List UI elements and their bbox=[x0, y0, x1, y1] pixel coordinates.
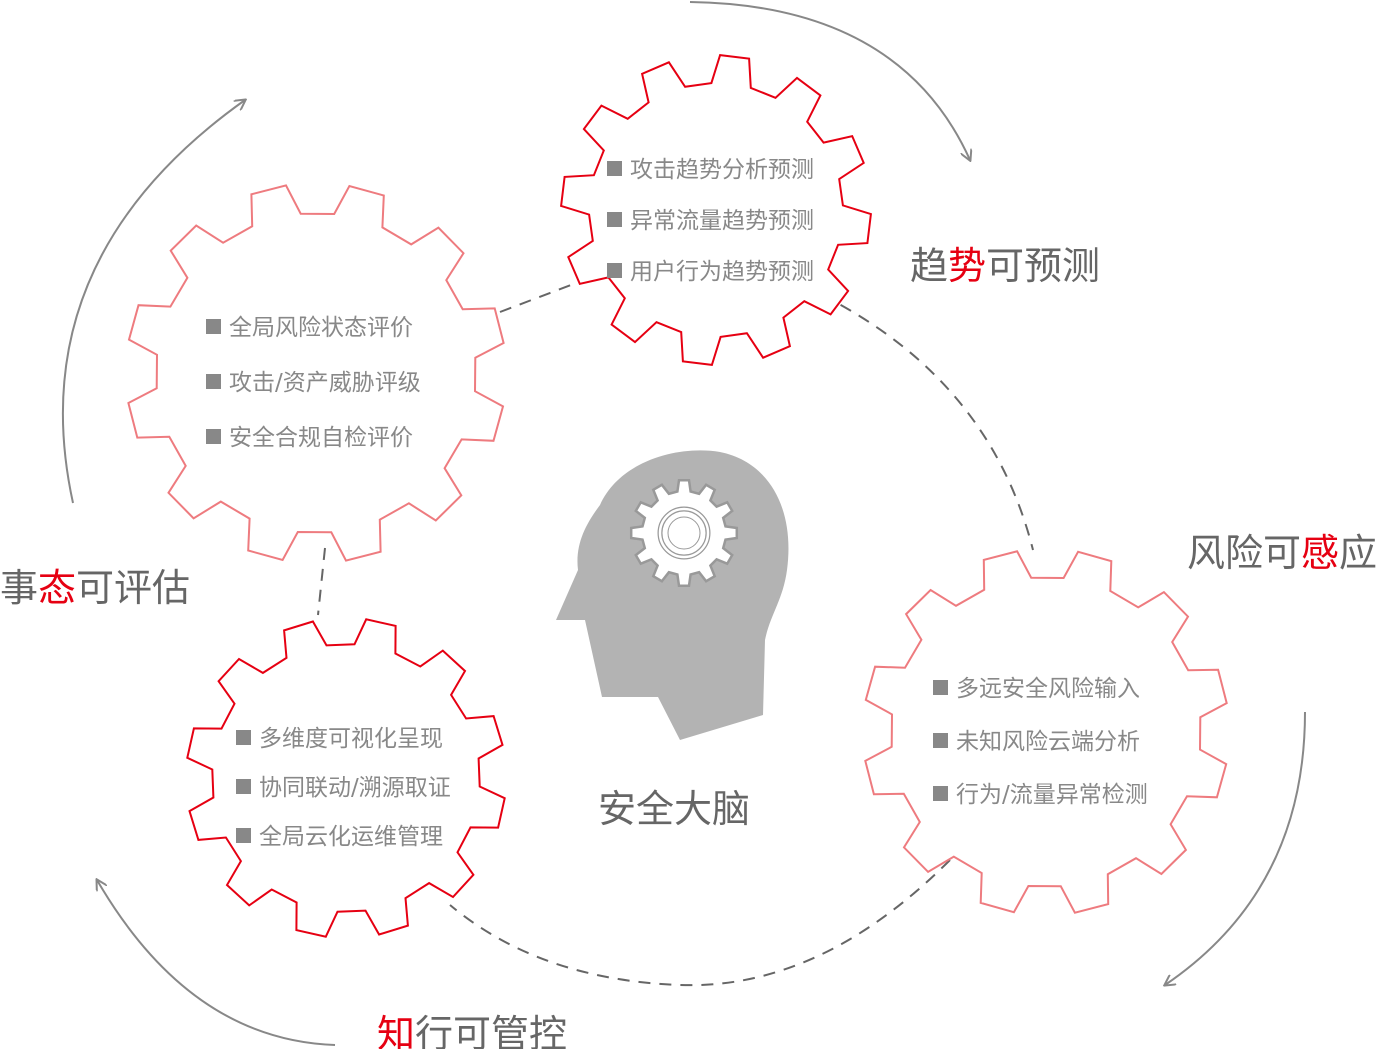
bullet-square-icon bbox=[206, 429, 221, 444]
bullet-square-icon bbox=[206, 374, 221, 389]
gear-item-text: 安全合规自检评价 bbox=[229, 425, 413, 451]
bullet-square-icon bbox=[607, 161, 622, 176]
brain-head-icon bbox=[556, 450, 789, 740]
dashed-link-trend-sense bbox=[821, 294, 1034, 551]
label-part: 事 bbox=[0, 566, 39, 610]
gear-item-text: 协同联动/溯源取证 bbox=[259, 775, 451, 801]
gear-item: 行为/流量异常检测 bbox=[933, 775, 1148, 809]
cycle-arrow-bottom-left bbox=[97, 880, 336, 1046]
gear-item-text: 全局风险状态评价 bbox=[229, 315, 413, 341]
gear-item: 攻击趋势分析预测 bbox=[607, 150, 814, 184]
gear-item: 多维度可视化呈现 bbox=[236, 719, 443, 753]
gear-item-text: 未知风险云端分析 bbox=[956, 729, 1140, 755]
gear-item: 全局风险状态评价 bbox=[206, 308, 413, 342]
bullet-square-icon bbox=[607, 263, 622, 278]
bullet-square-icon bbox=[206, 319, 221, 334]
stage-label-control: 知行可管控 bbox=[377, 1003, 567, 1049]
label-part: 风险可 bbox=[1187, 531, 1302, 575]
cycle-arrow-right bbox=[1165, 711, 1306, 985]
center-label: 安全大脑 bbox=[598, 787, 751, 831]
gear-item-text: 多维度可视化呈现 bbox=[259, 726, 443, 752]
gear-sense bbox=[864, 550, 1228, 914]
gear-item: 安全合规自检评价 bbox=[206, 418, 413, 452]
gear-item-text: 攻击/资产威胁评级 bbox=[229, 370, 421, 396]
label-highlight: 势 bbox=[948, 244, 987, 288]
bullet-square-icon bbox=[933, 733, 948, 748]
cycle-arrow-left bbox=[61, 100, 245, 504]
gear-control bbox=[186, 618, 506, 938]
label-part: 趋 bbox=[910, 244, 949, 288]
label-part: 可评估 bbox=[76, 566, 191, 610]
gear-item-text: 异常流量趋势预测 bbox=[630, 208, 814, 234]
gear-item: 异常流量趋势预测 bbox=[607, 201, 814, 235]
dashed-link-assess-control bbox=[317, 547, 326, 616]
gear-item: 多远安全风险输入 bbox=[933, 669, 1140, 703]
label-highlight: 感 bbox=[1301, 531, 1340, 575]
gear-trend bbox=[560, 54, 872, 366]
gear-item-text: 全局云化运维管理 bbox=[259, 824, 443, 850]
cycle-arrow-top-right bbox=[689, 1, 970, 160]
gear-item: 攻击/资产威胁评级 bbox=[206, 363, 421, 397]
stage-label-trend: 趋势可预测 bbox=[910, 235, 1100, 290]
stage-label-assess: 事态可评估 bbox=[0, 557, 190, 612]
label-highlight: 态 bbox=[38, 566, 77, 610]
bullet-square-icon bbox=[236, 828, 251, 843]
gear-item: 全局云化运维管理 bbox=[236, 817, 443, 851]
gear-assess bbox=[127, 184, 505, 562]
gear-item: 用户行为趋势预测 bbox=[607, 252, 814, 286]
gear-item-text: 行为/流量异常检测 bbox=[956, 782, 1148, 808]
dashed-link-sense-control bbox=[449, 859, 951, 987]
bullet-square-icon bbox=[933, 786, 948, 801]
bullet-square-icon bbox=[933, 680, 948, 695]
bullet-square-icon bbox=[236, 779, 251, 794]
bullet-square-icon bbox=[607, 212, 622, 227]
stage-label-sense: 风险可感应 bbox=[1187, 522, 1377, 577]
bullet-square-icon bbox=[236, 730, 251, 745]
label-part: 可预测 bbox=[986, 244, 1101, 288]
label-part: 应 bbox=[1339, 531, 1378, 575]
label-part: 行可管控 bbox=[415, 1012, 568, 1049]
gear-item-text: 用户行为趋势预测 bbox=[630, 259, 814, 285]
gear-item: 未知风险云端分析 bbox=[933, 722, 1140, 756]
gear-item: 协同联动/溯源取证 bbox=[236, 768, 451, 802]
label-highlight: 知 bbox=[377, 1012, 416, 1049]
gear-item-text: 攻击趋势分析预测 bbox=[630, 157, 814, 183]
gear-item-text: 多远安全风险输入 bbox=[956, 676, 1140, 702]
